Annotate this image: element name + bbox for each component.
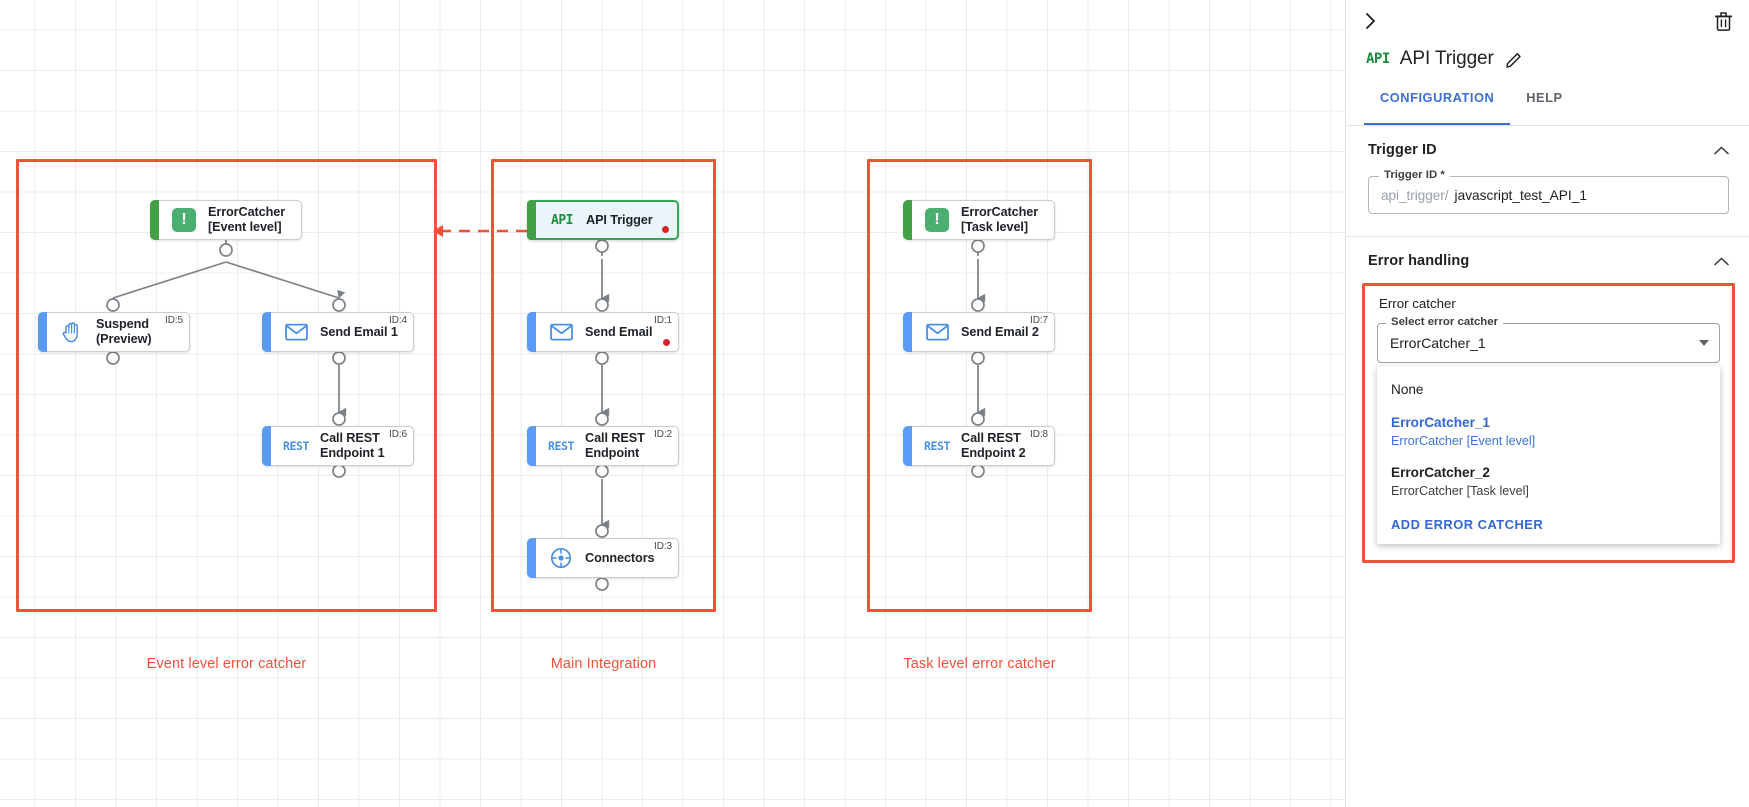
error-catcher-highlight-box: Error catcher Select error catcher Error… bbox=[1362, 283, 1735, 563]
dropdown-option-none[interactable]: None bbox=[1377, 374, 1720, 407]
node-error-indicator bbox=[662, 226, 669, 233]
node-accent-bar bbox=[262, 426, 271, 466]
panel-divider bbox=[1346, 236, 1749, 237]
hand-icon bbox=[62, 321, 78, 342]
node-id-label: ID:4 bbox=[389, 315, 407, 326]
node-suspend-preview[interactable]: Suspend (Preview) ID:5 bbox=[38, 312, 190, 352]
node-label: API Trigger bbox=[586, 212, 653, 227]
select-error-catcher-value: ErrorCatcher_1 bbox=[1390, 335, 1486, 351]
node-label: Send Email bbox=[585, 324, 653, 339]
node-call-rest-endpoint[interactable]: REST Call REST Endpoint ID:2 bbox=[527, 426, 679, 466]
rest-icon: REST bbox=[923, 439, 951, 453]
group-label-task-level: Task level error catcher bbox=[903, 656, 1056, 672]
node-label: ErrorCatcher [Event level] bbox=[208, 205, 286, 234]
node-accent-bar bbox=[903, 312, 912, 352]
page-title: API Trigger bbox=[1399, 48, 1494, 69]
group-label-main-integration: Main Integration bbox=[550, 656, 657, 672]
node-call-rest-endpoint-2[interactable]: REST Call REST Endpoint 2 ID:8 bbox=[903, 426, 1055, 466]
node-label: Send Email 1 bbox=[320, 324, 398, 339]
alert-icon: ! bbox=[925, 208, 949, 232]
api-badge-icon: API bbox=[1366, 51, 1390, 67]
trigger-id-field-label: Trigger ID * bbox=[1379, 169, 1450, 181]
panel-tabs: CONFIGURATION HELP bbox=[1346, 90, 1749, 126]
rest-icon: REST bbox=[547, 439, 575, 453]
dropdown-option-primary: ErrorCatcher_1 bbox=[1391, 414, 1490, 430]
group-box-task-level[interactable] bbox=[867, 159, 1092, 612]
workflow-canvas[interactable]: Event level error catcher Main Integratio… bbox=[0, 0, 1345, 807]
node-accent-bar bbox=[527, 538, 536, 578]
node-accent-bar bbox=[527, 426, 536, 466]
trigger-id-value[interactable]: javascript_test_API_1 bbox=[1454, 187, 1587, 203]
node-id-label: ID:6 bbox=[389, 429, 407, 440]
trigger-id-prefix: api_trigger/ bbox=[1381, 187, 1449, 203]
node-label: Call REST Endpoint bbox=[585, 431, 645, 460]
envelope-icon bbox=[284, 323, 308, 341]
node-label: Call REST Endpoint 2 bbox=[961, 431, 1026, 460]
node-id-label: ID:2 bbox=[654, 429, 672, 440]
node-errorcatcher-event[interactable]: ! ErrorCatcher [Event level] bbox=[150, 200, 302, 240]
group-box-main-integration[interactable] bbox=[491, 159, 716, 612]
section-title-error-handling: Error handling bbox=[1368, 253, 1470, 269]
chevron-down-icon[interactable] bbox=[1699, 340, 1709, 346]
node-api-trigger[interactable]: API API Trigger bbox=[527, 200, 679, 240]
node-label: ErrorCatcher [Task level] bbox=[961, 205, 1039, 234]
error-catcher-title: Error catcher bbox=[1379, 296, 1456, 311]
node-id-label: ID:5 bbox=[165, 315, 183, 326]
properties-panel: API API Trigger CONFIGURATION HELP Trigge… bbox=[1345, 0, 1749, 807]
dropdown-option-primary: ErrorCatcher_2 bbox=[1391, 464, 1490, 480]
select-error-catcher-label: Select error catcher bbox=[1386, 316, 1504, 328]
dropdown-option-primary: None bbox=[1391, 382, 1424, 397]
node-accent-bar bbox=[903, 200, 912, 240]
node-id-label: ID:1 bbox=[654, 315, 672, 326]
section-header-error-handling[interactable]: Error handling bbox=[1346, 237, 1749, 283]
select-error-catcher[interactable]: Select error catcher ErrorCatcher_1 bbox=[1377, 316, 1720, 363]
add-error-catcher-button[interactable]: ADD ERROR CATCHER bbox=[1391, 517, 1544, 532]
node-accent-bar bbox=[262, 312, 271, 352]
node-call-rest-endpoint-1[interactable]: REST Call REST Endpoint 1 ID:6 bbox=[262, 426, 414, 466]
tab-configuration[interactable]: CONFIGURATION bbox=[1364, 90, 1511, 125]
tab-help[interactable]: HELP bbox=[1526, 90, 1563, 105]
node-errorcatcher-task[interactable]: ! ErrorCatcher [Task level] bbox=[903, 200, 1055, 240]
alert-icon: ! bbox=[172, 208, 196, 232]
envelope-icon bbox=[549, 323, 573, 341]
connectors-icon bbox=[550, 547, 572, 569]
node-label: Suspend (Preview) bbox=[96, 317, 152, 346]
node-accent-bar bbox=[38, 312, 47, 352]
trash-icon[interactable] bbox=[1711, 9, 1735, 33]
chevron-right-icon[interactable] bbox=[1358, 8, 1384, 34]
envelope-icon bbox=[925, 323, 949, 341]
trigger-id-field[interactable]: Trigger ID * api_trigger/ javascript_tes… bbox=[1368, 169, 1729, 214]
node-error-indicator bbox=[663, 339, 670, 346]
node-accent-bar bbox=[903, 426, 912, 466]
section-header-trigger-id[interactable]: Trigger ID bbox=[1346, 126, 1749, 172]
api-icon: API bbox=[551, 212, 573, 228]
chevron-up-icon[interactable] bbox=[1714, 143, 1729, 158]
node-label: Call REST Endpoint 1 bbox=[320, 431, 385, 460]
rest-icon: REST bbox=[282, 439, 310, 453]
node-id-label: ID:7 bbox=[1030, 315, 1048, 326]
pencil-icon[interactable] bbox=[1505, 51, 1523, 68]
node-label: Connectors bbox=[585, 550, 655, 565]
group-label-event-level: Event level error catcher bbox=[146, 656, 307, 672]
section-title-trigger-id: Trigger ID bbox=[1368, 142, 1437, 158]
node-accent-bar bbox=[150, 200, 159, 240]
node-accent-bar bbox=[527, 312, 536, 352]
node-id-label: ID:3 bbox=[654, 541, 672, 552]
node-accent-bar bbox=[527, 200, 536, 240]
panel-toolbar bbox=[1346, 0, 1749, 40]
panel-header: API API Trigger bbox=[1346, 40, 1749, 78]
node-label: Send Email 2 bbox=[961, 324, 1039, 339]
chevron-up-icon-2[interactable] bbox=[1714, 254, 1729, 269]
dropdown-option-secondary: ErrorCatcher [Task level] bbox=[1391, 483, 1529, 498]
group-box-event-level[interactable] bbox=[16, 159, 437, 612]
node-id-label: ID:8 bbox=[1030, 429, 1048, 440]
dropdown-option-secondary: ErrorCatcher [Event level] bbox=[1391, 433, 1536, 448]
